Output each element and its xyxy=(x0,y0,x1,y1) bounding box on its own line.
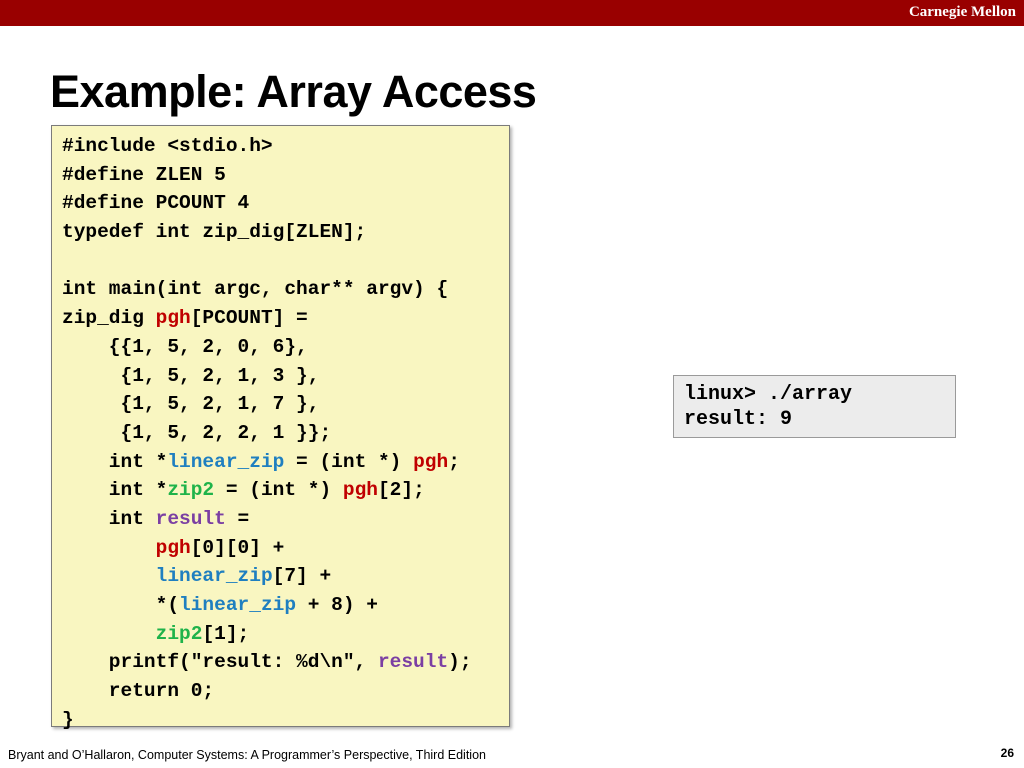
code-text: {1, 5, 2, 2, 1 }}; xyxy=(62,421,332,444)
code-text: {1, 5, 2, 1, 7 }, xyxy=(62,393,320,416)
code-line: *(linear_zip + 8) + xyxy=(62,591,472,620)
code-text xyxy=(62,623,156,645)
code-line: #include <stdio.h> xyxy=(62,132,472,161)
code-text: ; xyxy=(448,450,460,473)
code-line: int *linear_zip = (int *) pgh; xyxy=(62,448,472,477)
code-text: int * xyxy=(62,450,168,473)
code-text: {{1, 5, 2, 0, 6}, xyxy=(62,335,308,358)
code-text xyxy=(62,565,156,587)
code-listing-box: #include <stdio.h> #define ZLEN 5 #define … xyxy=(51,125,510,731)
terminal-line: result: 9 xyxy=(684,408,793,431)
code-text: return 0; xyxy=(62,680,215,703)
code-text: #define ZLEN 5 xyxy=(62,163,226,186)
terminal-line: linux> ./array xyxy=(684,383,853,406)
code-line: {1, 5, 2, 1, 7 }, xyxy=(62,390,472,419)
code-identifier: zip2 xyxy=(167,479,215,502)
code-identifier: pgh xyxy=(155,307,191,330)
code-line: printf("result: %d\n", result); xyxy=(62,648,472,677)
code-line: typedef int zip_dig[ZLEN]; xyxy=(62,218,472,247)
code-text: int xyxy=(62,507,156,530)
code-text: {1, 5, 2, 1, 3 }, xyxy=(62,364,320,387)
code-text: [7] + xyxy=(272,565,332,588)
code-listing: #include <stdio.h> #define ZLEN 5 #define … xyxy=(62,132,472,734)
code-identifier: pgh xyxy=(342,479,378,502)
code-text: = (int *) xyxy=(284,450,414,473)
code-text: } xyxy=(62,708,74,731)
code-text: [2]; xyxy=(377,479,425,502)
code-text: zip_dig xyxy=(62,307,156,330)
code-identifier: linear_zip xyxy=(179,594,297,616)
slide-title: Example: Array Access xyxy=(50,66,537,117)
footer-citation: Bryant and O’Hallaron, Computer Systems:… xyxy=(8,748,486,762)
code-identifier: linear_zip xyxy=(155,565,273,588)
code-line: zip2[1]; xyxy=(62,620,472,649)
code-text: + 8) + xyxy=(296,594,378,616)
code-line: } xyxy=(62,706,472,735)
code-text: [PCOUNT] = xyxy=(190,307,308,330)
code-text: #include <stdio.h> xyxy=(62,135,273,157)
code-text: [0][0] + xyxy=(190,536,285,559)
code-identifier: result xyxy=(377,651,449,674)
code-text: [1]; xyxy=(202,622,250,645)
code-identifier: pgh xyxy=(155,536,191,559)
code-text: int main(int argc, char** argv) { xyxy=(62,278,449,301)
code-line: pgh[0][0] + xyxy=(62,534,472,563)
code-text: *( xyxy=(62,594,180,616)
code-line xyxy=(62,247,472,276)
code-line: #define ZLEN 5 xyxy=(62,161,472,190)
code-text: int * xyxy=(62,479,168,502)
brand-label: Carnegie Mellon xyxy=(908,4,1016,20)
code-line: {1, 5, 2, 1, 3 }, xyxy=(62,362,472,391)
code-text: ); xyxy=(448,651,472,674)
code-text: printf("result: %d\n", xyxy=(62,651,378,674)
code-line: {1, 5, 2, 2, 1 }}; xyxy=(62,419,472,448)
code-line: linear_zip[7] + xyxy=(62,562,472,591)
code-text: typedef int zip_dig[ZLEN]; xyxy=(62,221,367,244)
code-identifier: pgh xyxy=(413,450,449,473)
code-text: = xyxy=(225,507,250,530)
code-text xyxy=(62,537,156,559)
header-bar: Carnegie Mellon xyxy=(0,0,1024,26)
code-identifier: zip2 xyxy=(155,622,203,645)
code-identifier: result xyxy=(155,507,226,530)
code-line: #define PCOUNT 4 xyxy=(62,189,472,218)
code-line: int *zip2 = (int *) pgh[2]; xyxy=(62,476,472,505)
code-text: = (int *) xyxy=(214,479,343,502)
code-line: {{1, 5, 2, 0, 6}, xyxy=(62,333,472,362)
code-identifier: linear_zip xyxy=(167,450,285,473)
code-line: int result = xyxy=(62,505,472,534)
code-text: #define PCOUNT 4 xyxy=(62,192,250,215)
code-line: zip_dig pgh[PCOUNT] = xyxy=(62,304,472,333)
code-line: return 0; xyxy=(62,677,472,706)
code-line: int main(int argc, char** argv) { xyxy=(62,275,472,304)
page-number: 26 xyxy=(1000,746,1014,760)
